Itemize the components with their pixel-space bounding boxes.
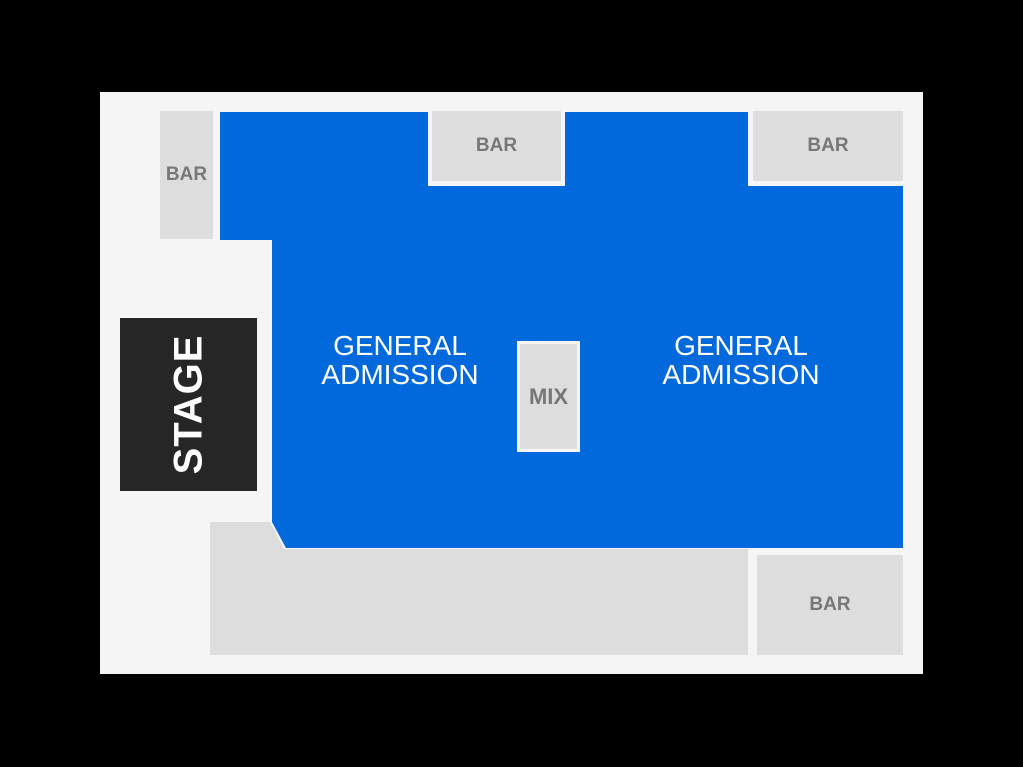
mix-booth: MIX <box>517 341 580 452</box>
bar-top-left[interactable]: BAR <box>160 111 213 239</box>
ga-label-left: GENERAL ADMISSION <box>300 331 500 389</box>
bar-top-right[interactable]: BAR <box>753 111 903 181</box>
bottom-gray-area <box>210 522 748 655</box>
ga-label-line2: ADMISSION <box>662 359 820 390</box>
mix-label: MIX <box>528 383 569 409</box>
ga-label-line2: ADMISSION <box>321 359 479 390</box>
ga-label-line1: GENERAL <box>674 330 808 361</box>
bar-top-center[interactable]: BAR <box>432 111 561 181</box>
stage: STAGE <box>120 318 257 491</box>
general-admission-floor[interactable] <box>220 112 903 548</box>
ga-label-line1: GENERAL <box>333 330 467 361</box>
ga-label-right: GENERAL ADMISSION <box>641 331 841 389</box>
stage-label: STAGE <box>166 334 211 475</box>
bar-label: BAR <box>475 135 518 156</box>
bar-label: BAR <box>807 135 849 156</box>
bar-label: BAR <box>165 164 208 185</box>
bar-label: BAR <box>809 594 851 615</box>
bar-bottom-right[interactable]: BAR <box>757 555 903 655</box>
